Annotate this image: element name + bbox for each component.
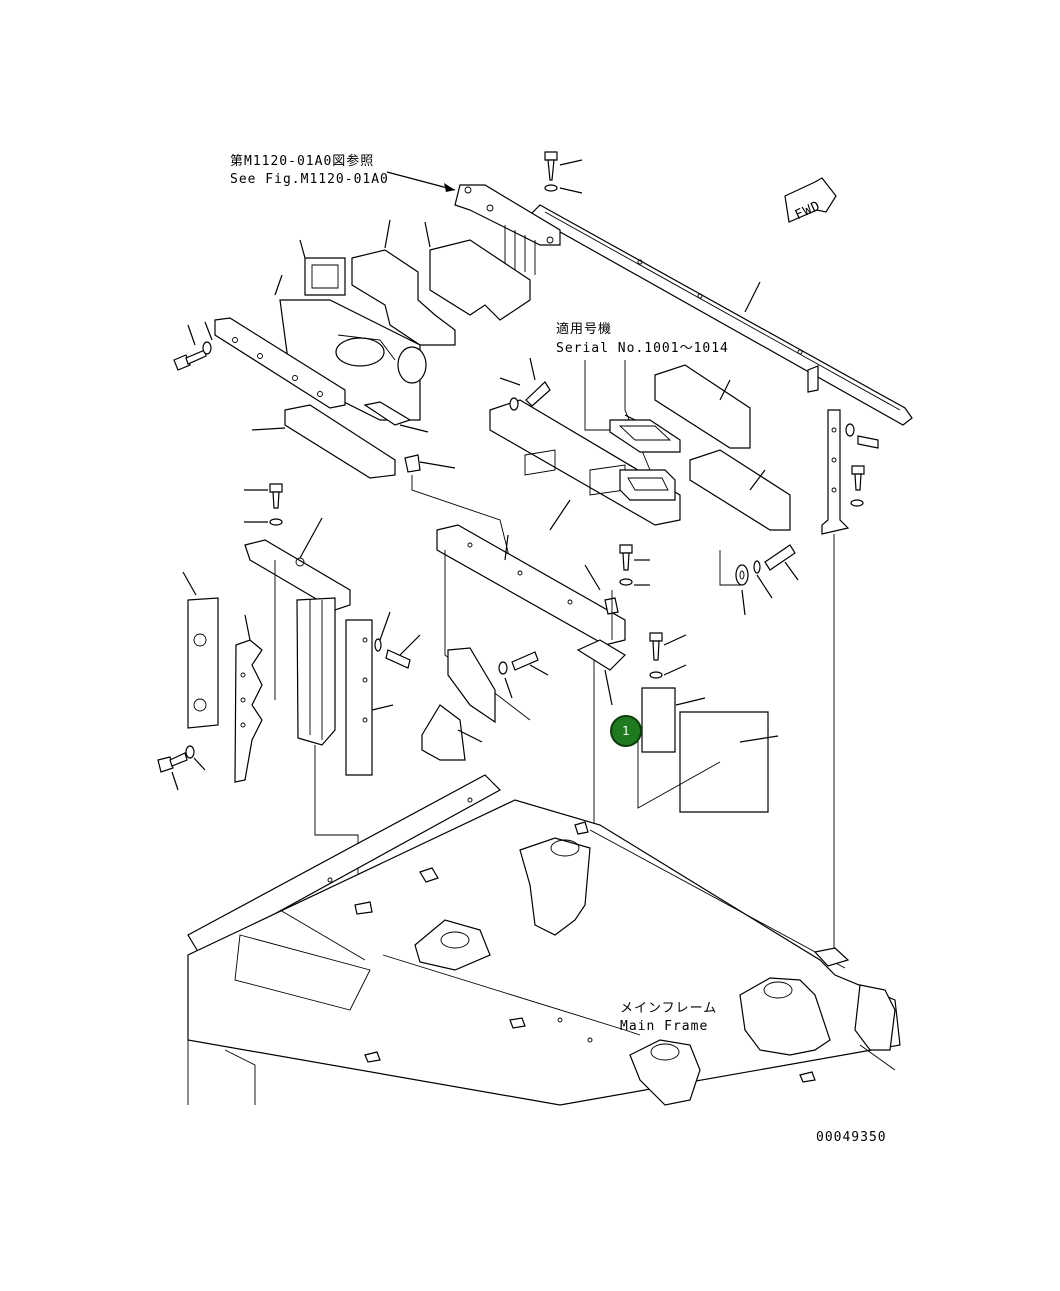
callout-1-number[interactable]: 1 — [622, 724, 630, 738]
left-vertical-plates — [182, 571, 263, 783]
central-pillar-bracket — [244, 483, 394, 950]
callout-1[interactable]: 1 — [610, 715, 642, 747]
leader-arrowhead — [444, 183, 455, 192]
figure-reference: 第M1120-01A0図参照 See Fig.M1120-01A0 — [230, 153, 456, 192]
serial-reference: 適用号機 Serial No.1001〜1014 — [556, 321, 729, 471]
serial-reference-jp: 適用号機 — [556, 321, 612, 337]
bolt-group-right — [845, 423, 879, 507]
fwd-arrow-icon: FWD — [784, 177, 837, 223]
main-frame-reference: メインフレーム Main Frame — [620, 1001, 717, 1034]
drawing-number: 00049350 — [816, 1130, 887, 1145]
callout-1-marker[interactable] — [610, 715, 642, 747]
bolt-group-right-center — [719, 544, 799, 616]
left-insulation-pad — [251, 401, 429, 479]
left-upper-duct-assembly — [274, 219, 531, 421]
right-vertical-bracket — [821, 409, 850, 955]
left-long-rail — [214, 317, 346, 409]
main-frame-structure — [187, 774, 901, 1106]
figure-reference-jp: 第M1120-01A0図参照 — [230, 153, 374, 169]
serial-bracket-right — [624, 360, 651, 471]
bolt-group-pads — [649, 632, 687, 679]
center-top-bracket — [454, 184, 561, 275]
center-upper-panel — [489, 364, 791, 531]
bolt-group-pillar — [374, 611, 421, 669]
serial-reference-en: Serial No.1001〜1014 — [556, 341, 729, 356]
figure-reference-leader — [386, 171, 456, 191]
figure-reference-en: See Fig.M1120-01A0 — [230, 172, 389, 187]
small-brackets-center-left — [421, 647, 549, 761]
bolt-group-left-lower — [157, 745, 206, 791]
center-cross-member — [436, 524, 650, 1040]
clip-part — [404, 454, 511, 561]
main-frame-label-jp: メインフレーム — [620, 1001, 717, 1016]
main-frame-label-en: Main Frame — [620, 1019, 708, 1034]
pad-parts — [637, 687, 779, 813]
bolt-group-top — [544, 151, 583, 194]
bolt-group-left-upper — [173, 321, 213, 371]
serial-bracket-left — [584, 360, 612, 431]
bolt-group-center — [499, 357, 551, 411]
